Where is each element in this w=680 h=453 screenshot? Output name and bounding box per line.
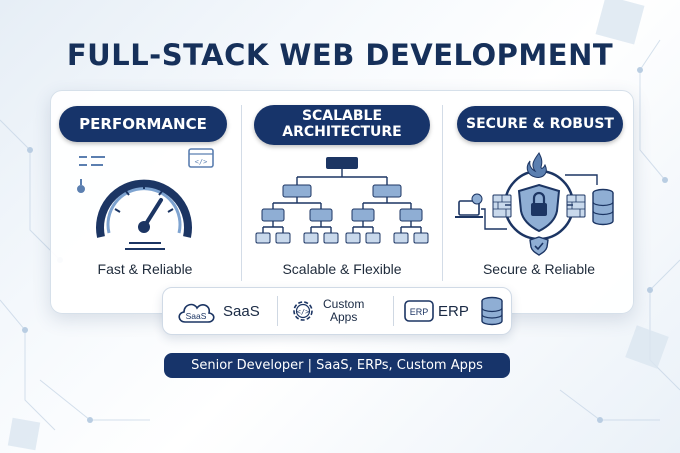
saas-icon-text: SaaS — [186, 311, 207, 321]
hierarchy-icon — [255, 157, 429, 244]
custom-apps-label-line2: Apps — [329, 310, 358, 324]
performance-caption: Fast & Reliable — [97, 261, 193, 277]
saas-label: SaaS — [223, 302, 260, 320]
custom-apps-label-line1: Custom — [323, 297, 365, 311]
saas-item: SaaS SaaS — [175, 288, 260, 334]
custom-apps-item: </> Custom Apps — [289, 288, 364, 334]
erp-label: ERP — [438, 302, 469, 320]
security-caption: Secure & Reliable — [482, 261, 596, 277]
performance-badge: PERFORMANCE — [59, 106, 227, 142]
erp-badge-icon: ERP — [404, 300, 434, 322]
speedometer-icon: </> — [77, 148, 214, 250]
footer-tagline: Senior Developer | SaaS, ERPs, Custom Ap… — [164, 353, 510, 378]
security-badge: SECURE & ROBUST — [457, 106, 623, 142]
performance-column: PERFORMANCE </> — [51, 91, 239, 313]
shield-lock-icon — [455, 152, 614, 256]
erp-item: ERP ERP — [403, 288, 507, 334]
erp-icon-text: ERP — [410, 307, 429, 317]
database-icon — [481, 296, 503, 326]
architecture-column: SCALABLE ARCHITECTURE — [245, 91, 439, 313]
svg-text:</>: </> — [195, 158, 208, 166]
architecture-caption: Scalable & Flexible — [282, 261, 402, 277]
security-column: SECURE & ROBUST — [445, 91, 633, 313]
strip-divider — [393, 296, 394, 326]
saas-cloud-icon: SaaS — [178, 303, 215, 323]
page-title: FULL-STACK WEB DEVELOPMENT — [66, 38, 614, 72]
code-gear-icon: </> — [293, 301, 313, 321]
column-divider — [241, 105, 242, 281]
architecture-badge-line1: SCALABLE — [301, 108, 383, 124]
architecture-badge-line2: ARCHITECTURE — [282, 124, 402, 140]
architecture-badge: SCALABLE ARCHITECTURE — [254, 105, 430, 145]
product-strip: SaaS SaaS </> Custom Apps ERP ERP — [162, 287, 512, 335]
features-panel: PERFORMANCE </> — [50, 90, 634, 314]
column-divider — [442, 105, 443, 281]
svg-text:</>: </> — [297, 308, 310, 316]
strip-divider — [277, 296, 278, 326]
